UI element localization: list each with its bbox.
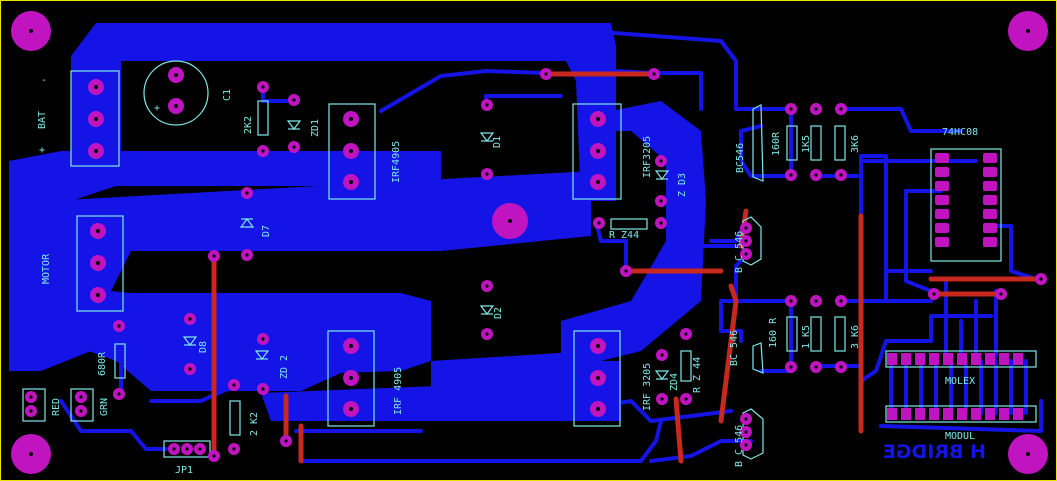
label-d2: D2 — [493, 307, 504, 319]
label-c1: C1 — [222, 89, 233, 101]
silkscreen-text: BAT + - MOTOR C1 + 2K2 ZD1 IRF4905 D1 IR… — [37, 75, 978, 476]
label-d8: D8 — [198, 341, 209, 353]
label-r-680: 680R — [97, 351, 108, 376]
label-bc546-4: B C 546 — [734, 425, 745, 467]
label-bc546-1: BC546 — [735, 143, 746, 173]
label-c1-plus: + — [154, 103, 160, 114]
label-r160-1: 160R — [771, 131, 782, 156]
label-r160-2: 160 R — [768, 317, 779, 348]
label-bc546-2: B C 546 — [734, 231, 745, 273]
mounting-holes — [11, 11, 1048, 474]
board-title-mirrored: H BRIDGE — [883, 441, 986, 463]
label-r1k5-2: 1 K5 — [801, 325, 812, 349]
label-bat-plus: + — [39, 145, 45, 156]
label-r-z44-top: R Z44 — [609, 230, 639, 241]
label-irf3205-bot: IRF 3205 — [642, 363, 653, 411]
label-bc546-3: BC 546 — [729, 330, 740, 366]
label-r-2k2: 2K2 — [243, 116, 254, 134]
label-ic: 74HC08 — [942, 127, 978, 138]
label-zd2: ZD 2 — [279, 355, 290, 379]
label-r-z44-bot: R Z 44 — [692, 357, 703, 393]
label-motor: MOTOR — [41, 253, 52, 284]
label-irf4905-top: IRF4905 — [391, 141, 402, 183]
label-grn: GRN — [99, 398, 110, 416]
label-irf4905-bot: IRF 4905 — [393, 367, 404, 415]
label-zd3: Z D3 — [677, 173, 688, 197]
label-jp1: JP1 — [175, 465, 193, 476]
label-red: RED — [51, 398, 62, 416]
label-bat-minus: - — [41, 75, 47, 86]
label-zd4: ZD4 — [669, 373, 680, 391]
ic-pads — [935, 153, 997, 247]
label-d7: D7 — [261, 225, 272, 237]
label-r-2k2b: 2 K2 — [249, 412, 260, 436]
label-r3k6-2: 3 K6 — [850, 325, 861, 349]
label-r1k5-1: 1K5 — [801, 135, 812, 153]
label-modul: MODUL — [945, 431, 975, 442]
top-copper-layer — [211, 71, 1044, 464]
label-bat: BAT — [37, 111, 48, 129]
label-irf3205-top: IRF3205 — [642, 136, 653, 178]
connector-pads — [887, 353, 1023, 420]
label-r3k6-1: 3K6 — [850, 135, 861, 153]
label-molex: MOLEX — [945, 376, 975, 387]
label-zd1: ZD1 — [310, 119, 321, 137]
silkscreen-outlines — [22, 60, 1037, 460]
label-d1: D1 — [492, 136, 503, 148]
